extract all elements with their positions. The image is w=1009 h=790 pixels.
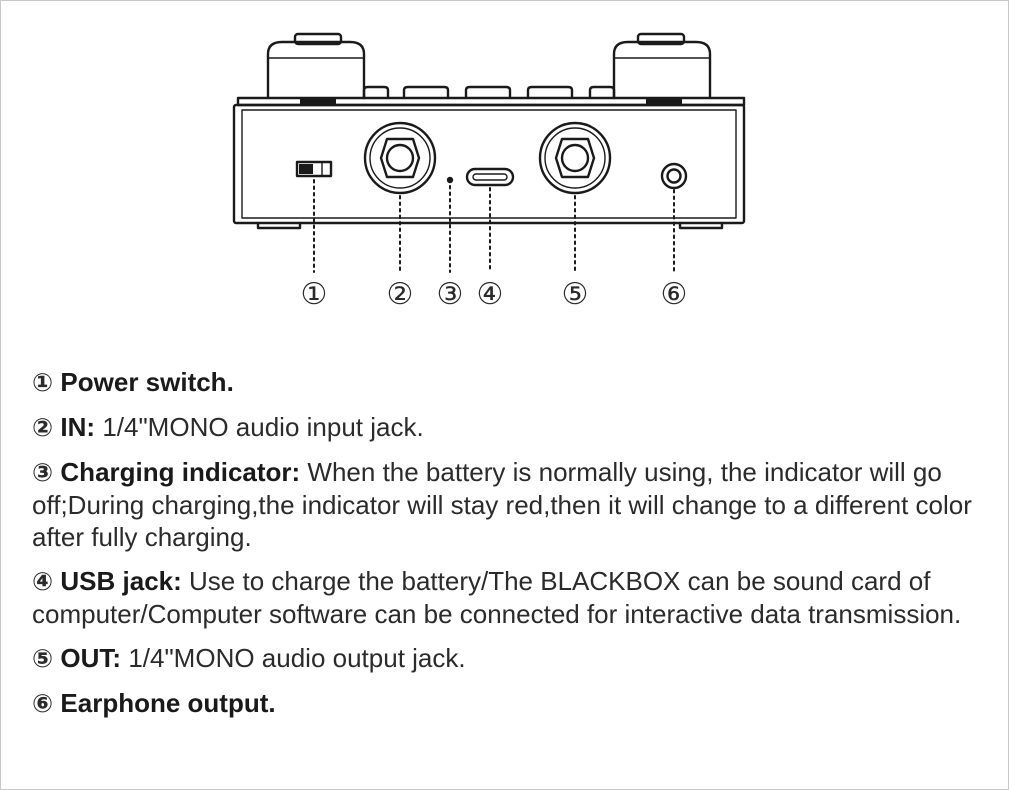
- device-rear-panel-diagram: [232, 32, 746, 273]
- callout-1: ①: [300, 277, 328, 312]
- description-power-switch: ① Power switch.: [32, 367, 234, 397]
- callout-3: ③: [436, 277, 464, 312]
- callout-4: ④: [476, 277, 504, 312]
- callout-2: ②: [386, 277, 414, 312]
- callout-5: ⑤: [561, 277, 589, 312]
- description-charging-indicator: ③ Charging indicator: When the battery i…: [32, 457, 972, 552]
- input-jack: [363, 121, 437, 195]
- description-input-jack: ② IN: 1/4"MONO audio input jack.: [32, 412, 424, 442]
- earphone-jack: [660, 162, 688, 190]
- charging-indicator-led: [446, 176, 454, 184]
- usb-c-port: [465, 167, 515, 187]
- description-output-jack: ⑤ OUT: 1/4"MONO audio output jack.: [32, 643, 466, 673]
- power-switch: [295, 160, 333, 178]
- description-earphone-output: ⑥ Earphone output.: [32, 688, 276, 718]
- left-knob: [266, 32, 366, 100]
- description-list: ① Power switch. ② IN: 1/4"MONO audio inp…: [32, 366, 982, 720]
- leader-lines: [313, 179, 675, 273]
- description-usb-jack: ④ USB jack: Use to charge the battery/Th…: [32, 566, 962, 629]
- output-jack: [538, 121, 612, 195]
- callout-6: ⑥: [660, 277, 688, 312]
- right-knob: [612, 32, 712, 100]
- top-buttons: [362, 85, 616, 100]
